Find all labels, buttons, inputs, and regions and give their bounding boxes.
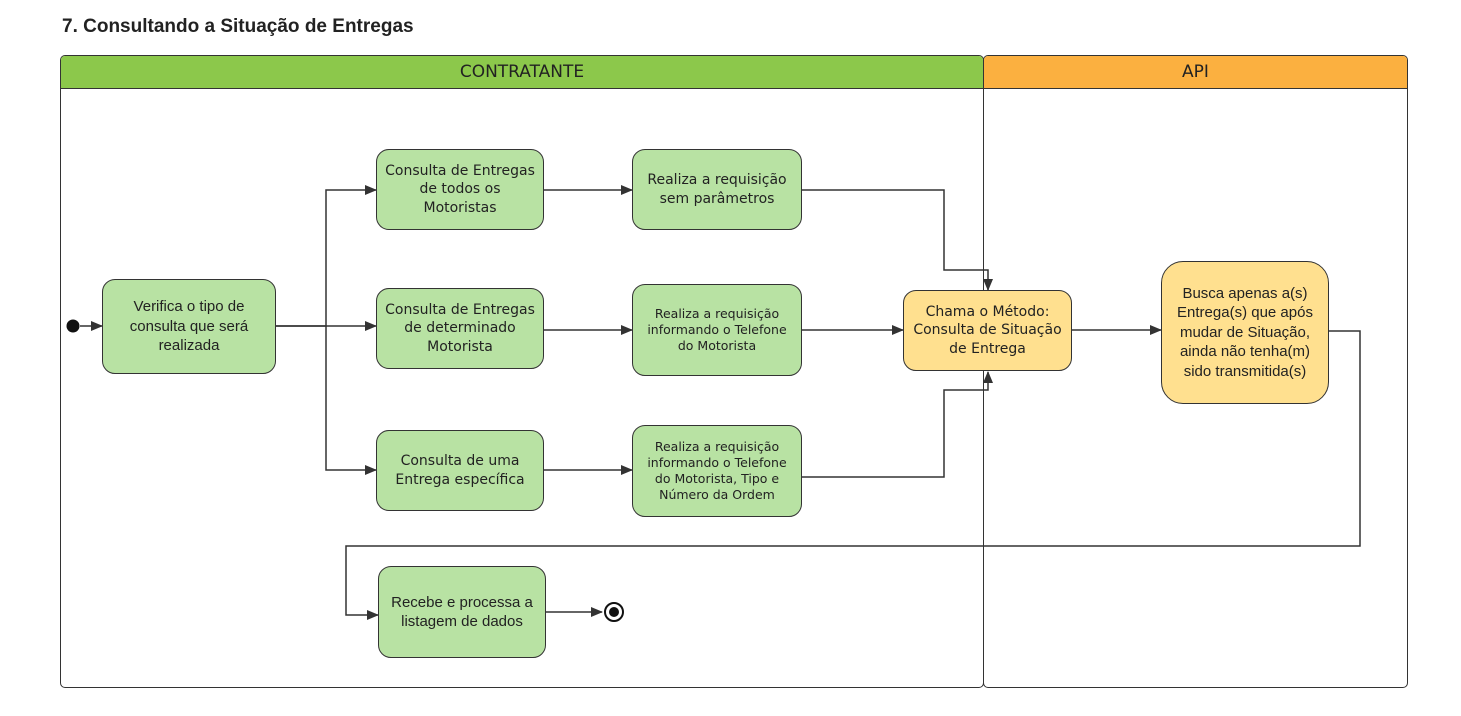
edge-verifica-todos — [276, 185, 377, 327]
lane-contratante-label: CONTRATANTE — [459, 62, 585, 82]
edge-req-sem-param-metodo — [802, 189, 993, 291]
node-consulta-todos-label: Consulta de Entregas de todos os Motoris… — [385, 163, 535, 216]
node-req-telefone-tipo: Realiza a requisição informando o Telefo… — [632, 425, 802, 517]
node-recebe-label: Recebe e processa a listagem de dados — [391, 593, 533, 631]
node-verifica: Verifica o tipo de consulta que será rea… — [102, 279, 276, 374]
node-recebe: Recebe e processa a listagem de dados — [378, 566, 546, 658]
node-chama-metodo-label: Chama o Método: Consulta de Situação de … — [913, 304, 1062, 357]
node-consulta-todos: Consulta de Entregas de todos os Motoris… — [376, 149, 544, 230]
node-busca: Busca apenas a(s) Entrega(s) que após mu… — [1161, 261, 1329, 404]
node-req-sem-param: Realiza a requisição sem parâmetros — [632, 149, 802, 230]
node-consulta-especifica-label: Consulta de uma Entrega específica — [395, 453, 525, 488]
node-req-telefone-label: Realiza a requisição informando o Telefo… — [647, 305, 787, 354]
lane-api-header: API — [984, 56, 1407, 89]
start-node — [66, 319, 80, 333]
lane-contratante-header: CONTRATANTE — [61, 56, 983, 89]
edge-busca-recebe — [345, 330, 1361, 620]
lane-api: API — [983, 55, 1408, 688]
page-title: 7. Consultando a Situação de Entregas — [62, 16, 414, 37]
lane-api-label: API — [1182, 62, 1209, 82]
end-node-inner — [609, 607, 619, 617]
node-busca-label: Busca apenas a(s) Entrega(s) que após mu… — [1177, 284, 1313, 380]
node-chama-metodo: Chama o Método: Consulta de Situação de … — [903, 290, 1072, 371]
node-req-telefone: Realiza a requisição informando o Telefo… — [632, 284, 802, 376]
node-consulta-determinado-label: Consulta de Entregas de determinado Moto… — [385, 302, 535, 355]
node-req-sem-param-label: Realiza a requisição sem parâmetros — [647, 172, 787, 207]
node-verifica-label: Verifica o tipo de consulta que será rea… — [129, 298, 249, 355]
node-req-telefone-tipo-label: Realiza a requisição informando o Telefo… — [647, 438, 787, 503]
edge-verifica-especifica — [325, 326, 377, 475]
node-consulta-determinado: Consulta de Entregas de determinado Moto… — [376, 288, 544, 369]
node-consulta-especifica: Consulta de uma Entrega específica — [376, 430, 544, 511]
edge-req-telefone-tipo-metodo — [802, 371, 993, 478]
